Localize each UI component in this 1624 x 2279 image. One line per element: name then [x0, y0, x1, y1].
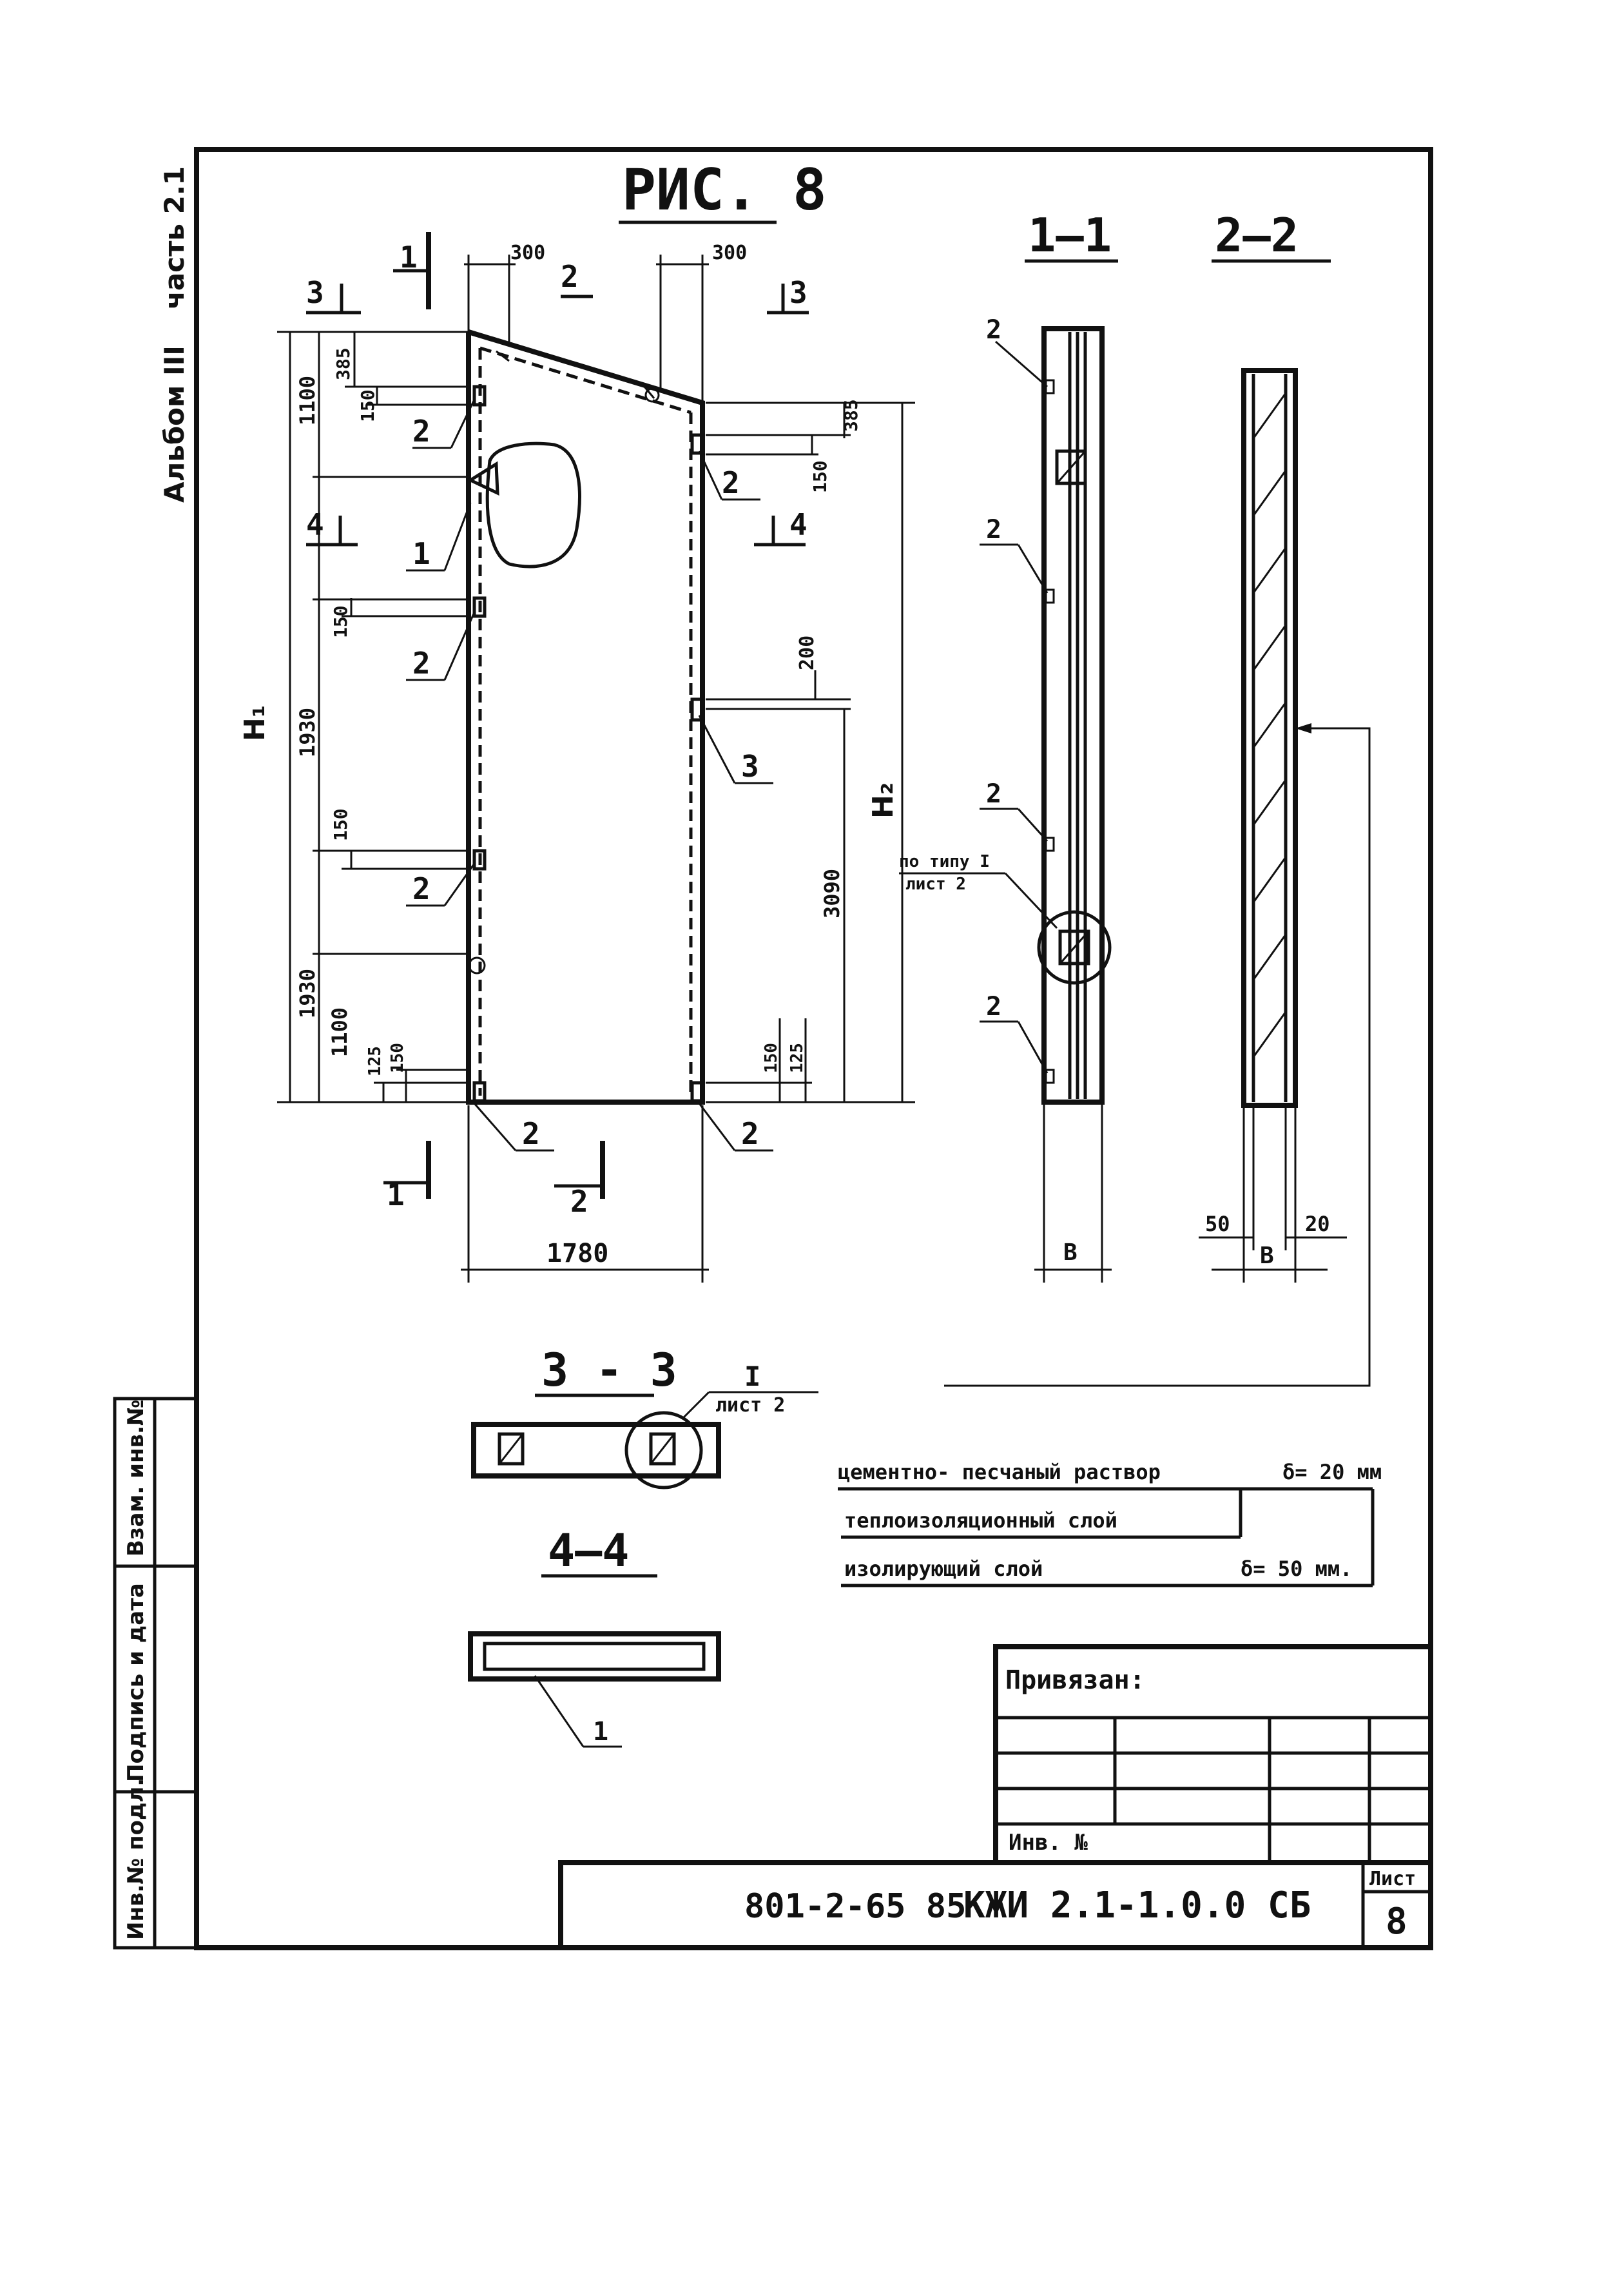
- svg-text:3: 3: [306, 275, 324, 310]
- svg-text:1: 1: [593, 1717, 608, 1747]
- svg-text:2: 2: [570, 1184, 588, 1219]
- svg-text:2: 2: [412, 414, 430, 449]
- section-1-1-title: 1–1: [1028, 208, 1112, 262]
- section-2-2: 2–2 50 20 В: [944, 208, 1371, 1387]
- dim-150-d: 150: [388, 1043, 407, 1073]
- svg-text:2: 2: [986, 992, 1001, 1022]
- section-4-4-title: 4–4: [548, 1524, 629, 1577]
- inv-no-label: Инв. №: [1009, 1830, 1088, 1856]
- dim-150-a: 150: [357, 389, 378, 422]
- legend-row1: цементно- песчаный раствор: [838, 1460, 1161, 1484]
- stamp-vzam-inv: Взам. инв.№: [123, 1399, 149, 1557]
- dim-width-1780: 1780: [546, 1239, 608, 1268]
- svg-text:4: 4: [306, 507, 324, 542]
- svg-text:2: 2: [522, 1116, 540, 1151]
- svg-text:2: 2: [722, 465, 740, 500]
- section-1-1: 1–1 В 2 2 2 2 по типу I лист 2: [899, 208, 1118, 1283]
- dim-150-right: 150: [809, 460, 831, 493]
- section-4-4: 4–4 1: [468, 1524, 721, 1748]
- dim-50: 50: [1205, 1212, 1230, 1236]
- dim-1100-bottom: 1100: [327, 1007, 352, 1057]
- detail-sheet: лист 2: [715, 1394, 785, 1417]
- legend-row3: изолирующий слой: [844, 1557, 1043, 1581]
- dim-1930-b: 1930: [295, 969, 320, 1018]
- dim-top-right: 300: [712, 242, 747, 264]
- svg-text:2: 2: [412, 646, 430, 681]
- dim-125-left: 125: [365, 1046, 385, 1076]
- dim-150-b: 150: [330, 605, 351, 638]
- dim-385-left: 385: [333, 347, 354, 380]
- detail-circle-1: [1037, 910, 1112, 985]
- dim-125-br: 125: [788, 1043, 807, 1073]
- svg-text:3: 3: [789, 275, 807, 310]
- dim-150-br: 150: [762, 1043, 781, 1073]
- dim-1930-a: 1930: [295, 708, 320, 757]
- dim-b-1: В: [1063, 1239, 1078, 1266]
- svg-text:2: 2: [986, 779, 1001, 809]
- legend-row2: теплоизоляционный слой: [844, 1508, 1117, 1533]
- section-3-3-title: 3 - 3: [541, 1344, 677, 1397]
- legend-row3-val: δ= 50 мм.: [1241, 1557, 1352, 1581]
- stamp-column: Инв.№ подл. Подпись и дата Взам. инв.№: [113, 1397, 198, 1950]
- title-block: Привязан: Инв. № 801-2-65 85 КЖИ 2.1-1.0…: [558, 1644, 1433, 1950]
- legend: цементно- песчаный раствор δ= 20 мм тепл…: [838, 1460, 1382, 1587]
- triangle-marker: [467, 461, 499, 496]
- svg-text:1: 1: [412, 536, 430, 571]
- doc-mark: КЖИ 2.1-1.0.0 СБ: [963, 1885, 1311, 1926]
- dim-200: 200: [796, 635, 818, 670]
- sheet-number: 8: [1386, 1901, 1407, 1943]
- main-elevation: H₁ 1100 385 150 150 1930 150 1930 1100 1…: [238, 232, 915, 1283]
- dim-150-c: 150: [330, 808, 351, 841]
- dim-20: 20: [1305, 1212, 1330, 1236]
- section-3-3: 3 - 3 I лист 2: [471, 1344, 818, 1489]
- dim-3090: 3090: [820, 869, 844, 918]
- opening-sketch: [485, 441, 581, 568]
- detail-circle-2: [624, 1411, 703, 1489]
- stamp-signature-date: Подпись и дата: [123, 1583, 149, 1782]
- legend-row1-val: δ= 20 мм: [1282, 1460, 1382, 1484]
- svg-text:2: 2: [412, 871, 430, 906]
- part-label: часть 2.1: [159, 166, 190, 309]
- callouts: 2 2 1 2 2 3 2 2: [406, 399, 773, 1152]
- dim-385-right: 385: [840, 399, 862, 432]
- dim-h1: H₁: [238, 705, 271, 741]
- section-2-2-title: 2–2: [1215, 208, 1299, 262]
- detail-roman: I: [744, 1361, 760, 1392]
- svg-text:2: 2: [741, 1116, 759, 1151]
- sheet-label: Лист: [1369, 1868, 1416, 1890]
- privyazan-label: Привязан:: [1005, 1665, 1145, 1695]
- svg-text:2: 2: [561, 259, 579, 294]
- detail-ref-line2: лист 2: [905, 875, 966, 894]
- svg-text:2: 2: [986, 515, 1001, 545]
- svg-text:3: 3: [741, 749, 759, 784]
- dim-b-2: В: [1260, 1243, 1274, 1269]
- dim-h2: H₂: [867, 782, 900, 819]
- cut-markers: 1 2 3 3 4 4 1 2: [306, 232, 809, 1219]
- stamp-inv-podl: Инв.№ подл.: [123, 1778, 149, 1940]
- detail-ref-line1: по типу I: [899, 852, 990, 871]
- doc-code: 801-2-65 85: [744, 1887, 966, 1926]
- album-label: Альбом III: [159, 345, 190, 503]
- figure-title: РИС. 8: [622, 157, 827, 223]
- svg-text:1: 1: [400, 240, 418, 275]
- dim-top-left: 300: [510, 242, 545, 264]
- svg-text:4: 4: [789, 507, 807, 542]
- svg-text:2: 2: [986, 315, 1001, 345]
- dim-1100-top: 1100: [295, 376, 320, 425]
